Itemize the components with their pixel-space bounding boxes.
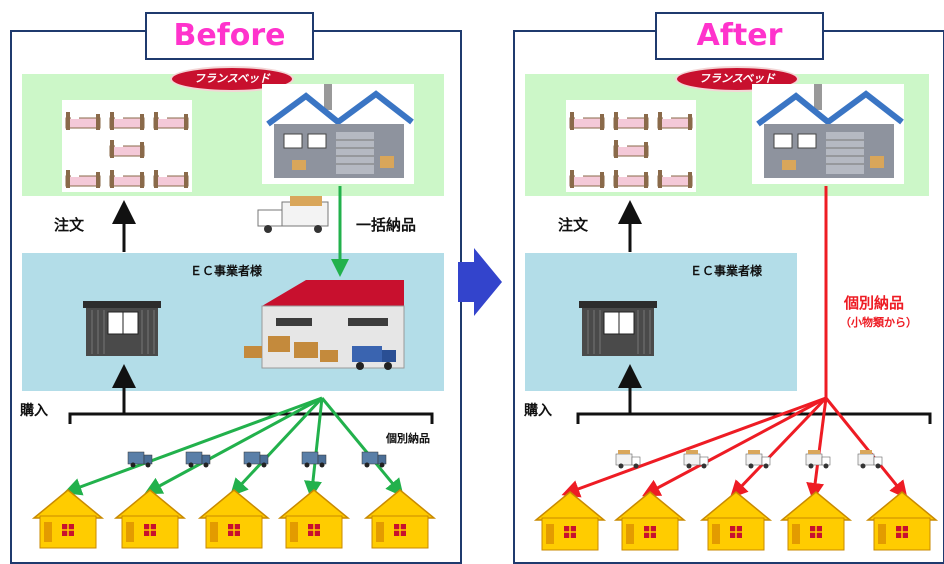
- beds-illustration-before: [62, 100, 192, 192]
- individual-delivery-note-after: （小物類から）: [840, 316, 917, 329]
- purchase-bracket-after: [576, 412, 932, 424]
- brand-logo-after: フランスベッド: [675, 66, 799, 92]
- order-label-before: 注文: [54, 216, 85, 234]
- before-title: Before: [145, 12, 314, 60]
- warehouse-illustration: [244, 280, 405, 370]
- individual-delivery-label-before: 個別納品: [386, 432, 430, 445]
- after-title: After: [655, 12, 824, 60]
- purchase-label-after: 購入: [524, 403, 552, 419]
- individual-delivery-arrows-after: [561, 396, 908, 501]
- transition-arrow: [458, 248, 502, 316]
- individual-delivery-label-after: 個別納品: [844, 294, 905, 312]
- bulk-delivery-label: 一括納品: [356, 216, 417, 234]
- ec-label-before: ＥＣ事業者様: [190, 264, 263, 278]
- customer-houses-before: [33, 489, 435, 549]
- beds-illustration-after: [566, 100, 696, 192]
- individual-delivery-arrows-before: [63, 396, 404, 499]
- bulk-truck-before: [257, 196, 329, 233]
- factory-illustration-after: [752, 84, 904, 184]
- factory-illustration-before: [262, 84, 414, 184]
- purchase-bracket-before: [68, 412, 434, 424]
- ec-label-after: ＥＣ事業者様: [690, 264, 763, 278]
- purchase-label-before: 購入: [20, 403, 48, 419]
- customer-houses-after: [535, 491, 937, 551]
- ec-shop-after: [578, 300, 658, 357]
- brand-logo-before: フランスベッド: [170, 66, 294, 92]
- order-label-after: 注文: [558, 216, 589, 234]
- ec-zone-after: [525, 253, 797, 391]
- ec-shop-before: [82, 300, 162, 357]
